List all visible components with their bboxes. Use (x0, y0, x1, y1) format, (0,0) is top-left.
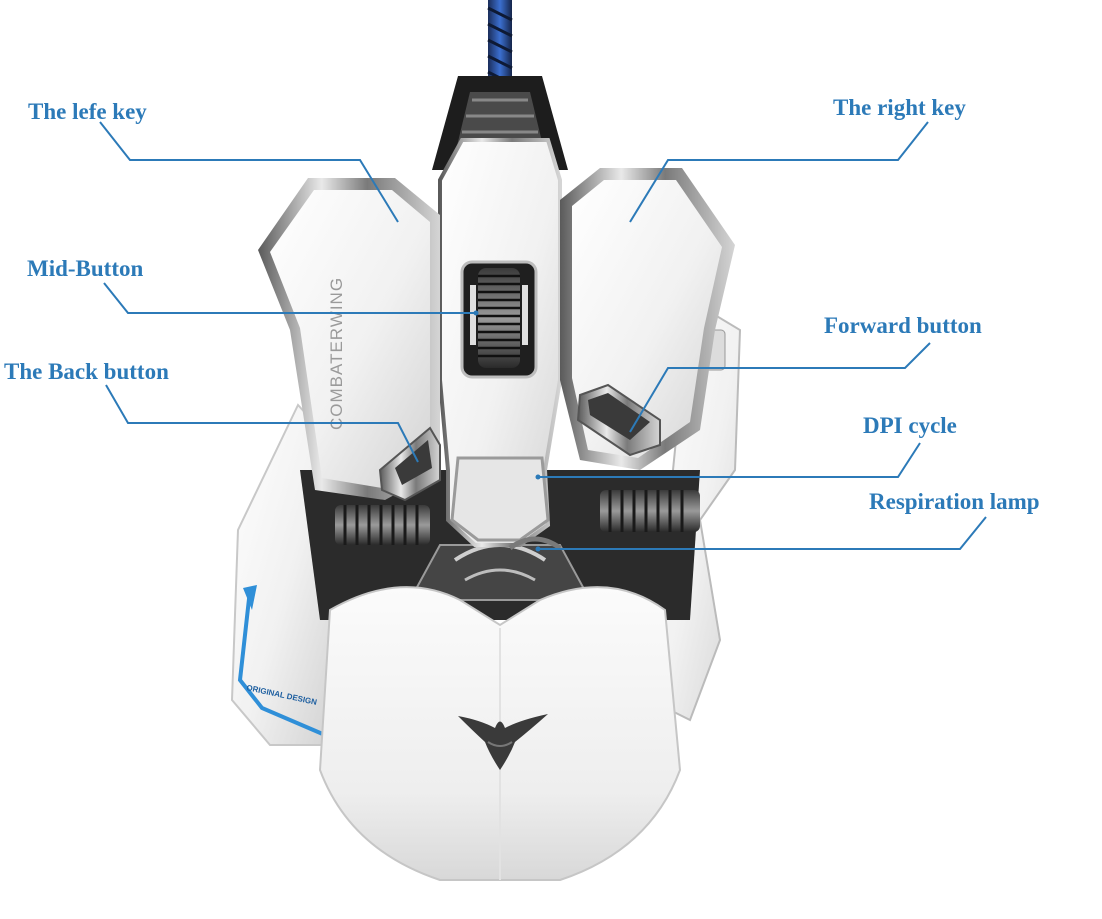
label-left-key: The lefe key (28, 99, 147, 124)
left-key[interactable] (258, 178, 440, 500)
left-spring (335, 505, 430, 545)
right-spring (600, 490, 700, 532)
forward-button[interactable] (576, 383, 661, 457)
label-forward-button: Forward button (824, 313, 982, 338)
leader-left-key (99, 121, 399, 223)
dpi-button[interactable] (450, 456, 550, 542)
respiration-lamp (508, 536, 562, 551)
label-back-button: The Back button (4, 359, 169, 384)
eagle-logo (458, 714, 548, 770)
leader-respiration-lamp (538, 516, 987, 550)
leader-dpi-cycle (538, 442, 921, 478)
leader-lines (99, 121, 987, 552)
leader-back-button (105, 384, 419, 463)
leader-mid-button (103, 282, 476, 314)
scroll-wheel[interactable] (460, 260, 538, 379)
label-dpi-cycle: DPI cycle (863, 413, 957, 438)
leader-forward-button (629, 342, 931, 433)
brand-side-text: COMBATERWING (327, 277, 346, 430)
back-button[interactable] (378, 426, 441, 502)
label-right-key: The right key (833, 95, 966, 120)
label-mid-button: Mid-Button (27, 256, 144, 281)
label-respiration-lamp: Respiration lamp (869, 489, 1040, 514)
mechanical-chassis (300, 470, 700, 620)
leader-right-key (629, 121, 929, 223)
